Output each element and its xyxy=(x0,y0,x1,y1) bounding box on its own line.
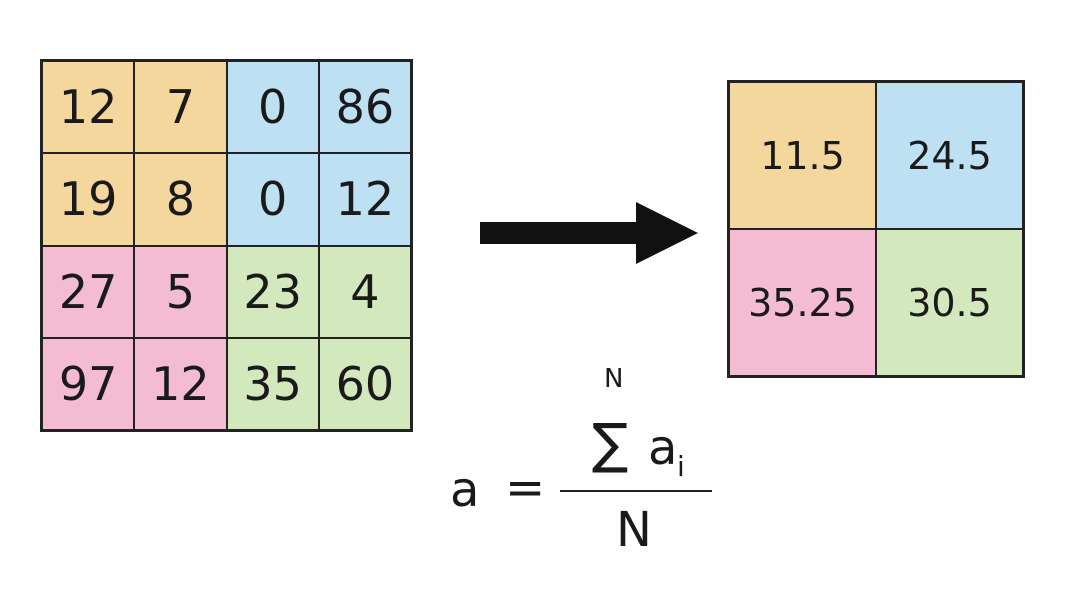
input-matrix-cell: 60 xyxy=(318,337,411,430)
input-matrix-cell: 19 xyxy=(42,153,135,246)
formula-lhs: a xyxy=(450,462,480,518)
input-matrix-cell: 86 xyxy=(318,61,411,154)
input-matrix-cell: 12 xyxy=(134,337,227,430)
sum-term: a xyxy=(648,420,678,476)
sum-upper-limit: N xyxy=(604,364,624,394)
input-matrix-cell: 8 xyxy=(134,153,227,246)
input-matrix-cell: 4 xyxy=(318,245,411,338)
input-matrix-cell: 0 xyxy=(226,153,319,246)
output-matrix-cell: 24.5 xyxy=(876,82,1023,229)
output-matrix-cell: 11.5 xyxy=(729,82,876,229)
input-matrix-cell: 27 xyxy=(42,245,135,338)
right-arrow-icon xyxy=(480,202,698,264)
output-matrix-cell: 35.25 xyxy=(729,229,876,376)
input-matrix-cell: 12 xyxy=(318,153,411,246)
input-matrix-cell: 23 xyxy=(226,245,319,338)
output-matrix-cell: 30.5 xyxy=(876,229,1023,376)
input-matrix-cell: 97 xyxy=(42,337,135,430)
arrow-head xyxy=(636,202,698,264)
input-matrix-cell: 7 xyxy=(134,61,227,154)
input-matrix-cell: 0 xyxy=(226,61,319,154)
arrow-shaft xyxy=(480,222,640,244)
input-matrix-cell: 35 xyxy=(226,337,319,430)
formula-denominator: N xyxy=(616,502,652,558)
fraction-bar xyxy=(560,490,712,492)
formula-equals: = xyxy=(505,460,546,516)
sum-term-subscript: i xyxy=(677,450,685,483)
sum-symbol: ∑ xyxy=(592,412,629,475)
input-matrix-cell: 12 xyxy=(42,61,135,154)
input-matrix-cell: 5 xyxy=(134,245,227,338)
